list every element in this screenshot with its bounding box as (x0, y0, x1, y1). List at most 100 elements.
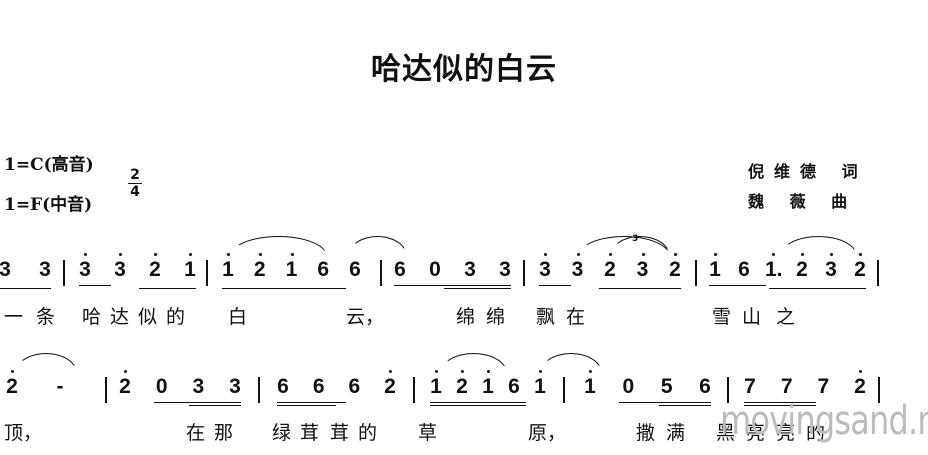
lyric-syllable: 在 (566, 306, 586, 328)
composer-credit: 魏 薇 曲 (748, 192, 858, 211)
note: 7 (780, 375, 793, 398)
note: 6 (349, 258, 361, 281)
lyric-syllable: 原， (528, 422, 567, 444)
note: 2 (382, 370, 398, 399)
barline (380, 260, 382, 286)
beam-underline (709, 285, 766, 286)
barline (258, 377, 260, 403)
beam-underline (744, 402, 816, 403)
slur-arc (578, 236, 670, 256)
note: 1 (582, 370, 598, 399)
lyricist-credit: 倪维德 词 (748, 162, 868, 181)
note: 3 (570, 253, 586, 282)
note: 6 (394, 258, 406, 281)
lyric-syllable: 撒 (636, 422, 656, 444)
note: 7 (744, 375, 756, 398)
lyric-syllable: 似 (138, 306, 158, 328)
note: 1 (707, 253, 723, 282)
note: 2 (602, 253, 618, 282)
note: 1 (220, 253, 236, 282)
note: 6 (317, 258, 330, 281)
lyric-syllable: 亮 (776, 422, 796, 444)
barline (63, 260, 65, 286)
lyric-syllable: 一 (4, 306, 24, 328)
time-numerator: 2 (130, 167, 140, 183)
barline (727, 377, 729, 403)
lyric-syllable: 飘 (536, 306, 556, 328)
note: 1 (532, 370, 548, 399)
beam-underline (539, 285, 571, 286)
note: 3 (537, 253, 553, 282)
slur-arc (348, 236, 407, 256)
watermark: movingsand.net (720, 398, 928, 444)
barline (695, 260, 697, 286)
lyric-syllable: 那 (214, 422, 234, 444)
beam-underline (769, 288, 866, 289)
note: - (56, 375, 64, 398)
lyric-syllable: 绵 (486, 306, 506, 328)
slur-arc (610, 236, 670, 256)
beam-underline (222, 288, 346, 289)
note: 1. (765, 253, 783, 281)
note: 0 (622, 375, 635, 398)
song-title: 哈达似的白云 (371, 52, 557, 87)
note: 3 (77, 253, 93, 282)
barline (877, 260, 879, 286)
beam-underline (79, 285, 111, 286)
note: 2 (667, 253, 683, 282)
lyric-syllable: 山 (742, 306, 762, 328)
note: 6 (508, 375, 520, 398)
slur-arc (15, 353, 77, 373)
note: 6 (738, 258, 750, 281)
note: 7 (817, 375, 830, 398)
note: 1 (480, 370, 496, 399)
lyric-syllable: 在 (186, 422, 206, 444)
barline (878, 377, 880, 403)
slur-arc (780, 236, 857, 256)
note: 2 (852, 253, 868, 282)
key-signature-high: 1=C(高音) (4, 155, 94, 175)
note: 1 (182, 253, 198, 282)
note: 0 (155, 375, 168, 398)
lyric-syllable: 茸 (330, 422, 350, 444)
note: 1 (284, 253, 300, 282)
beam-underline (444, 288, 511, 289)
beam-underline (430, 405, 526, 406)
beam-underline (619, 402, 711, 403)
beam-underline (744, 405, 816, 406)
lyric-syllable: 亮 (746, 422, 766, 444)
lyric-syllable: 云， (346, 306, 385, 328)
note: 3 (112, 253, 128, 282)
note: 3 (499, 258, 511, 281)
note: 1 (428, 370, 444, 399)
note: 2 (117, 370, 133, 399)
barline (105, 377, 107, 403)
note: 2 (454, 370, 470, 399)
lyric-syllable: 达 (110, 306, 130, 328)
lyric-syllable: 绵 (456, 306, 476, 328)
note: 6 (348, 375, 361, 398)
note: 2 (252, 253, 268, 282)
beam-underline (277, 405, 336, 406)
lyric-syllable: 的 (166, 306, 186, 328)
lyric-syllable: 草 (418, 422, 438, 444)
note: 2 (794, 253, 810, 282)
note: 3 (192, 375, 205, 398)
note: 3 (0, 258, 11, 281)
lyric-syllable: 哈 (82, 306, 102, 328)
lyric-syllable: 满 (666, 422, 686, 444)
lyric-syllable: 茸 (300, 422, 320, 444)
slur-arc (540, 353, 602, 373)
beam-underline (277, 402, 346, 403)
lyric-syllable: 雪 (712, 306, 732, 328)
lyric-syllable: 的 (358, 422, 378, 444)
note: 5 (660, 375, 673, 398)
triplet-mark: 3 (632, 234, 639, 244)
beam-underline (0, 288, 51, 289)
note: 3 (39, 258, 51, 281)
lyric-syllable: 绿 (272, 422, 292, 444)
note: 2 (147, 253, 163, 282)
beam-underline (139, 288, 196, 289)
